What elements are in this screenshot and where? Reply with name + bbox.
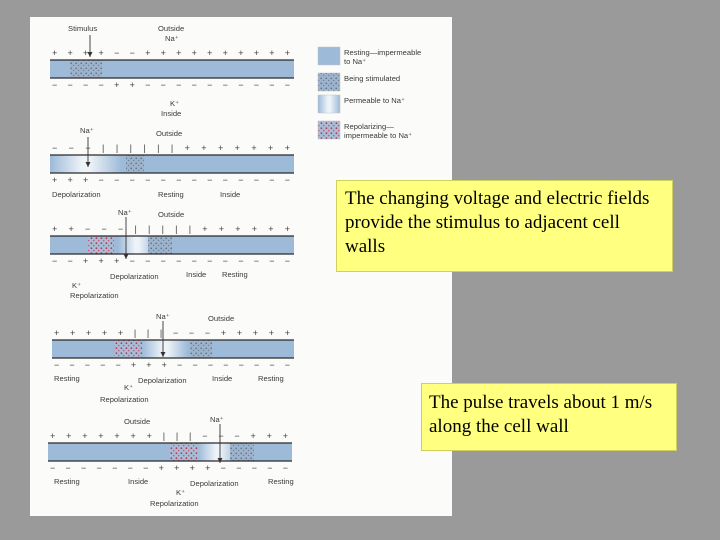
callout-pulse-speed: The pulse travels about 1 m/s along the … xyxy=(421,383,677,451)
panel-label: Outside xyxy=(156,129,182,138)
membrane-zone-permeable xyxy=(142,340,188,358)
membrane-panel-5: + + + + + + + | | | − − − + + + − − − − −… xyxy=(48,415,294,508)
panel-label: Na⁺ xyxy=(156,312,170,321)
membrane-zone-stimulated xyxy=(126,155,144,173)
arrow-head xyxy=(123,254,129,259)
panel-label: Outside xyxy=(158,210,184,219)
legend-label: Permeable to Na⁺ xyxy=(344,96,405,105)
membrane-zone-stimulated xyxy=(148,236,172,254)
panel-label: Inside xyxy=(161,109,181,118)
charge-signs-outside: − − − | | | | | | + + + + + + + xyxy=(52,143,290,153)
panel-label: Resting xyxy=(54,374,80,383)
panel-label: Depolarization xyxy=(138,376,187,385)
panel-label: Resting xyxy=(222,270,248,279)
membrane-zone-repolarizing xyxy=(88,236,114,254)
membrane-panel-4: + + + + + | | | − − − + + + + + − − − − −… xyxy=(52,312,294,404)
membrane-panel-1: + + + + − − + + + + + + + + + + − − − − +… xyxy=(50,24,294,118)
panel-label: Depolarization xyxy=(52,190,101,199)
panel-label: Resting xyxy=(258,374,284,383)
membrane-zone-stimulated xyxy=(230,443,254,461)
membrane-panel-2: − − − | | | | | | + + + + + + + + + + − −… xyxy=(50,126,294,199)
legend-label: Being stimulated xyxy=(344,74,400,83)
membrane-zone-repolarizing xyxy=(114,340,142,358)
panel-label: Na⁺ xyxy=(80,126,94,135)
panel-label: K⁺ xyxy=(170,99,179,108)
charge-signs-outside: + + + + + | | | − − − + + + + + xyxy=(54,328,290,338)
panel-label: Repolarization xyxy=(150,499,199,508)
membrane-zone-stimulated xyxy=(70,60,102,78)
panel-label: Inside xyxy=(220,190,240,199)
legend-swatch-resting xyxy=(317,46,341,66)
charge-signs-inside: − − + + + − − − − − − − − − − − xyxy=(52,256,290,266)
charge-signs-inside: − − − − − + + + − − − − − − − − xyxy=(54,360,290,370)
panel-label: K⁺ xyxy=(72,281,81,290)
membrane-zone-stimulated xyxy=(190,340,212,358)
arrow-head xyxy=(160,352,166,357)
panel-label: Stimulus xyxy=(68,24,97,33)
panel-label: Na⁺ xyxy=(118,208,132,217)
membrane-panel-3: + + − − − | | | | | + + + + + + − − + + +… xyxy=(50,208,294,300)
panel-label: Na⁺ xyxy=(165,34,179,43)
membrane-band xyxy=(50,60,294,78)
panel-label: Depolarization xyxy=(110,272,159,281)
arrow-head xyxy=(87,52,93,57)
panel-label: Repolarization xyxy=(70,291,119,300)
charge-signs-outside: + + − − − | | | | | + + + + + + xyxy=(52,224,290,234)
panel-label: Na⁺ xyxy=(210,415,224,424)
panel-label: Inside xyxy=(128,477,148,486)
legend-label: Resting—impermeable xyxy=(344,48,421,57)
legend-label: impermeable to Na⁺ xyxy=(344,131,412,140)
panel-label: K⁺ xyxy=(176,488,185,497)
charge-signs-inside: − − − − + + − − − − − − − − − − xyxy=(52,80,290,90)
membrane-zone-permeable xyxy=(50,155,122,173)
panel-label: Resting xyxy=(54,477,80,486)
panel-label: K⁺ xyxy=(124,383,133,392)
membrane-zone-repolarizing xyxy=(170,443,198,461)
membrane-zone-permeable xyxy=(198,443,238,461)
legend-label: Repolarizing— xyxy=(344,122,394,131)
legend-swatch-stimulated xyxy=(317,72,341,92)
legend-swatch-permeable xyxy=(317,94,341,114)
panel-label: Depolarization xyxy=(190,479,239,488)
panel-label: Inside xyxy=(186,270,206,279)
panel-label: Resting xyxy=(158,190,184,199)
callout-voltage-stimulus: The changing voltage and electric fields… xyxy=(336,180,673,272)
panel-label: Outside xyxy=(124,417,150,426)
panel-label: Outside xyxy=(158,24,184,33)
charge-signs-inside: − − − − − − − + + + + − − − − − xyxy=(50,463,288,473)
arrow-head xyxy=(217,458,223,463)
charge-signs-outside: + + + + + + + | | | − − − + + + xyxy=(50,431,288,441)
charge-signs-inside: + + + − − − − − − − − − − − − − xyxy=(52,175,290,185)
membrane-zone-permeable xyxy=(118,236,156,254)
panel-label: Outside xyxy=(208,314,234,323)
panel-label: Repolarization xyxy=(100,395,149,404)
legend-swatch-repolarizing xyxy=(317,120,341,140)
charge-signs-outside: + + + + − − + + + + + + + + + + xyxy=(52,48,290,58)
panel-label: Inside xyxy=(212,374,232,383)
legend-label: to Na⁺ xyxy=(344,57,366,66)
arrow-head xyxy=(85,162,91,167)
panel-label: Resting xyxy=(268,477,294,486)
